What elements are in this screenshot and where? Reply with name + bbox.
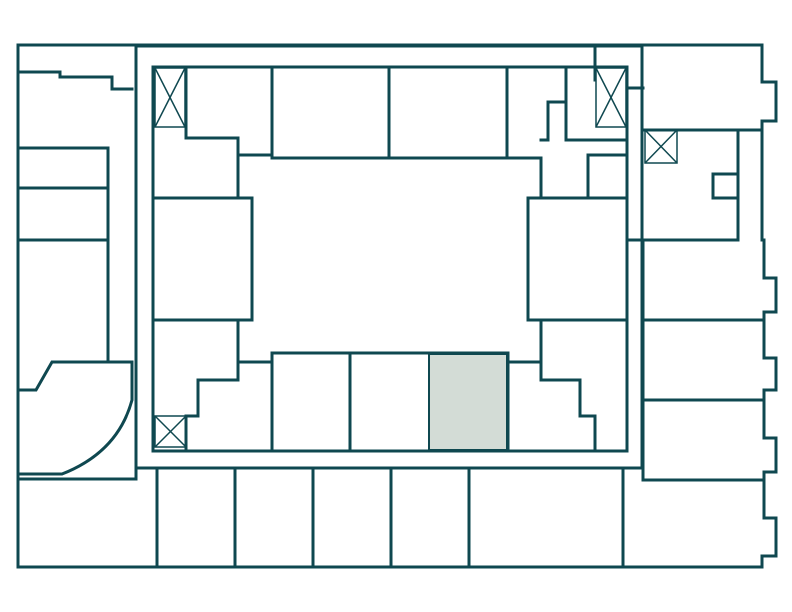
- selected-unit[interactable]: [428, 353, 508, 451]
- right-wing-middle: [625, 128, 740, 242]
- courtyard-left-block: [151, 196, 254, 322]
- left-wing-top-room: [16, 70, 134, 91]
- building-outline: [16, 43, 778, 569]
- courtyard-top-left-step: [184, 65, 274, 200]
- shaft-bottom-left: [154, 415, 187, 448]
- courtyard-top-right-step: [506, 65, 629, 200]
- shaft-top-left: [154, 67, 186, 128]
- left-wing-stair: [16, 360, 134, 476]
- courtyard-right-block: [526, 196, 629, 322]
- shaft-right-wing: [644, 129, 678, 164]
- left-wing-bottom-divider: [16, 466, 138, 481]
- courtyard-top-block: [270, 65, 509, 160]
- floor-plan-walls: [16, 43, 778, 569]
- left-wing-rooms: [16, 146, 110, 364]
- courtyard-bottom-left-step: [184, 318, 274, 453]
- right-wing-rooms: [641, 238, 764, 482]
- shaft-top-right: [595, 67, 627, 128]
- right-wing-top: [593, 44, 764, 132]
- bottom-row-dividers: [155, 466, 625, 569]
- courtyard-bottom-right-step: [506, 318, 597, 453]
